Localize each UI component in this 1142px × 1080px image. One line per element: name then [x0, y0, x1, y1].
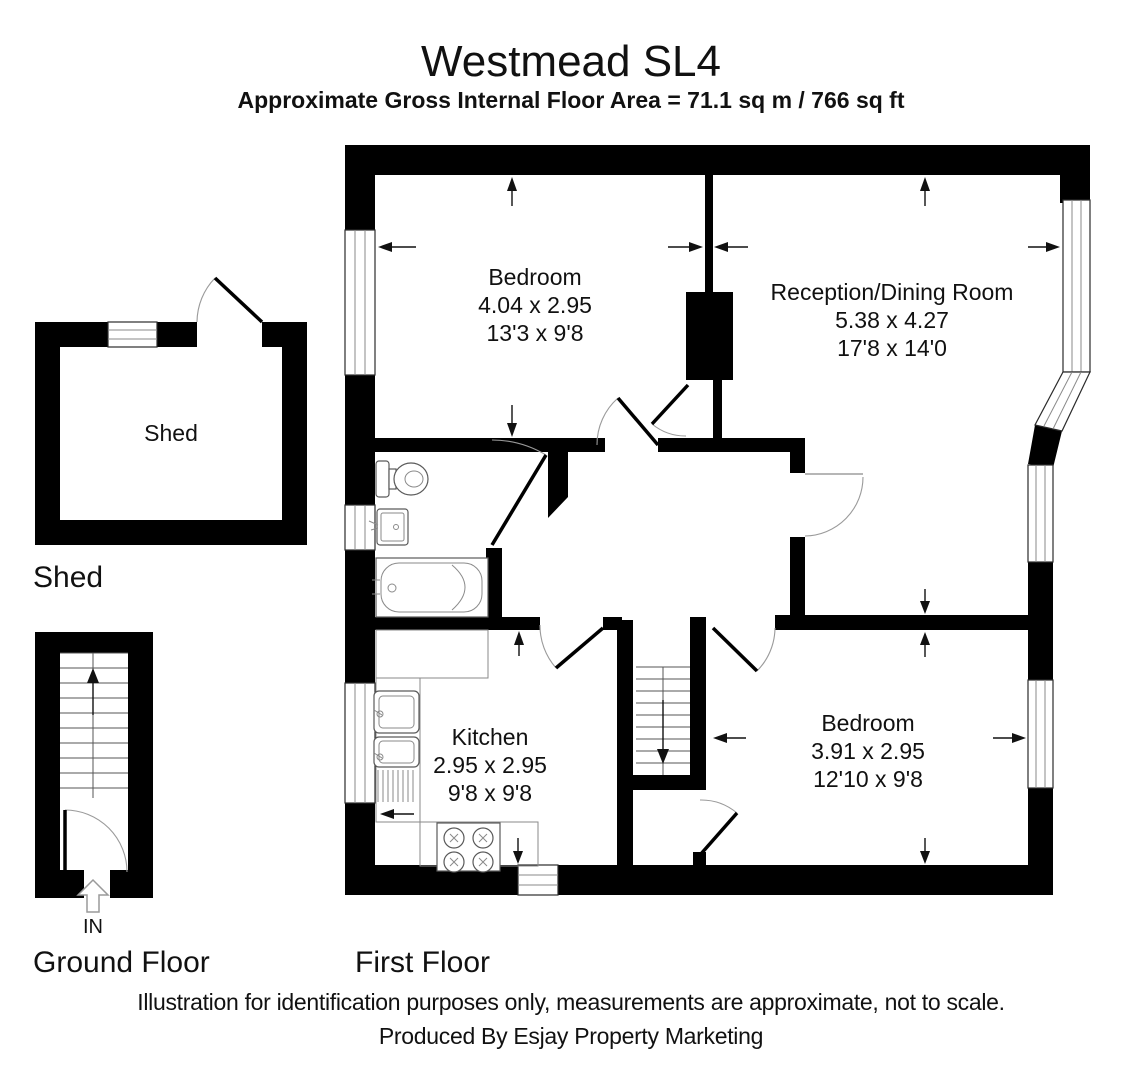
kitchen-sink-icon — [373, 690, 420, 768]
stairs-down-arrow-icon — [657, 749, 669, 764]
dimension-arrows — [378, 177, 1060, 864]
kitchen-name: Kitchen — [452, 724, 529, 750]
shed-door — [196, 276, 264, 324]
shed-room-label: Shed — [144, 420, 198, 446]
kitchen-imperial: 9'8 x 9'8 — [448, 780, 532, 806]
reception-name: Reception/Dining Room — [771, 279, 1014, 305]
bedroom2-name: Bedroom — [821, 710, 914, 736]
door-bathroom — [490, 439, 548, 546]
room-label-bedroom1: Bedroom 4.04 x 2.95 13'3 x 9'8 — [478, 264, 592, 346]
entrance-in-label: IN — [83, 916, 103, 938]
shed-walls — [35, 322, 307, 545]
basin-icon — [368, 508, 409, 546]
door-reception — [804, 473, 864, 537]
window-reception-bay — [1027, 199, 1091, 563]
first-floor-plan: Bedroom 4.04 x 2.95 13'3 x 9'8 Reception… — [344, 145, 1091, 896]
hob-icon — [436, 822, 501, 873]
ground-entrance-door — [63, 809, 128, 873]
room-label-kitchen: Kitchen 2.95 x 2.95 9'8 x 9'8 — [433, 724, 547, 806]
drainer-icon — [377, 770, 414, 802]
bedroom1-imperial: 13'3 x 9'8 — [486, 320, 583, 346]
page-subtitle: Approximate Gross Internal Floor Area = … — [238, 87, 905, 113]
bathtub-icon — [372, 557, 489, 618]
disclaimer-text: Illustration for identification purposes… — [137, 989, 1004, 1015]
ground-floor-plan: IN — [35, 632, 153, 938]
reception-metric: 5.38 x 4.27 — [835, 307, 949, 333]
room-label-bedroom2: Bedroom 3.91 x 2.95 12'10 x 9'8 — [811, 710, 925, 792]
door-bedroom2 — [711, 626, 776, 673]
bedroom2-metric: 3.91 x 2.95 — [811, 738, 925, 764]
window-bedroom1-left — [344, 229, 376, 376]
window-bedroom2-right — [1027, 679, 1054, 789]
room-label-reception: Reception/Dining Room 5.38 x 4.27 17'8 x… — [771, 279, 1014, 361]
ground-floor-walls — [35, 632, 153, 898]
window-kitchen-left — [344, 682, 376, 804]
door-kitchen — [539, 624, 605, 670]
stairs-ground-floor — [60, 652, 128, 798]
reception-imperial: 17'8 x 14'0 — [837, 335, 947, 361]
shed-window — [107, 321, 158, 348]
door-stair-lobby — [698, 799, 739, 857]
shed-plan: Shed — [35, 276, 307, 545]
entrance-in-arrow-icon — [76, 878, 110, 913]
bedroom2-imperial: 12'10 x 9'8 — [813, 766, 923, 792]
window-bottom — [517, 864, 559, 896]
captions: Shed Ground Floor First Floor — [33, 561, 490, 979]
page-title: Westmead SL4 — [421, 37, 721, 86]
ground-floor-caption: Ground Floor — [33, 946, 210, 979]
door-bedroom1 — [596, 396, 660, 447]
stairs-first-floor — [636, 666, 690, 775]
window-bathroom-left — [344, 504, 376, 551]
stairs-up-arrow-icon — [87, 668, 99, 683]
bedroom1-metric: 4.04 x 2.95 — [478, 292, 592, 318]
producer-text: Produced By Esjay Property Marketing — [379, 1023, 763, 1049]
footer: Illustration for identification purposes… — [137, 989, 1005, 1049]
shed-caption: Shed — [33, 561, 103, 594]
first-floor-walls — [345, 145, 1090, 895]
kitchen-metric: 2.95 x 2.95 — [433, 752, 547, 778]
door-hall-cupboard — [650, 383, 690, 437]
first-floor-caption: First Floor — [355, 946, 490, 979]
bedroom1-name: Bedroom — [488, 264, 581, 290]
header: Westmead SL4 Approximate Gross Internal … — [238, 37, 905, 113]
toilet-icon — [375, 460, 429, 498]
